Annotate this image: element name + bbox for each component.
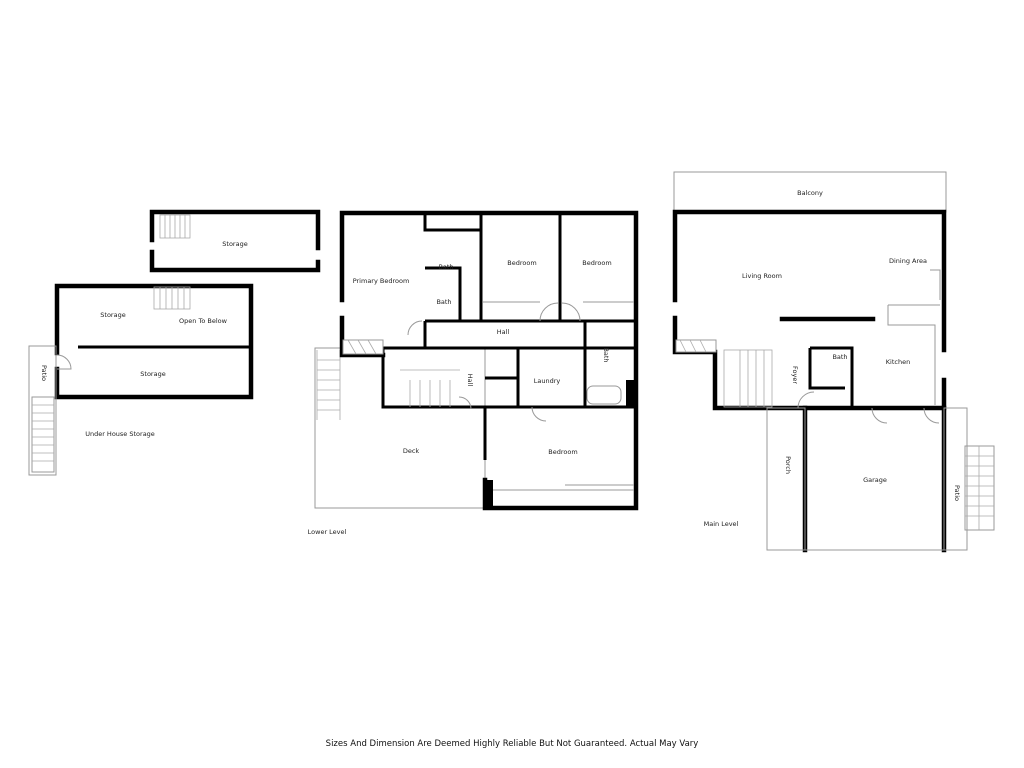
room-label-laundry: Laundry: [534, 377, 561, 385]
room-label-storage-upper: Storage: [222, 240, 247, 248]
stairs: [153, 286, 191, 310]
room-label-open-to-below: Open To Below: [179, 317, 228, 325]
room-label-deck: Deck: [403, 447, 420, 455]
room-label-bath-hall: Bath: [602, 347, 610, 362]
plan-caption-lower-level: Lower Level: [308, 528, 347, 536]
room-label-primary-bedroom: Primary Bedroom: [353, 277, 410, 285]
disclaimer: Sizes And Dimension Are Deemed Highly Re…: [326, 739, 699, 749]
room-label-patio: Patio: [40, 365, 48, 381]
room-label-garage: Garage: [863, 476, 887, 484]
under-house-storage-plan: Storage Storage Open To Below Storage Pa…: [28, 209, 321, 476]
room-label-bedroom-1: Bedroom: [507, 259, 536, 267]
room-label-bedroom-2: Bedroom: [582, 259, 611, 267]
plan-caption-main-level: Main Level: [704, 520, 739, 528]
main-level-plan: Balcony Living Room Dining Area Kitchen …: [672, 171, 995, 553]
room-label-porch: Porch: [784, 456, 792, 474]
room-label-kitchen: Kitchen: [886, 358, 910, 366]
patio-rail: [28, 345, 57, 476]
room-label-foyer: Foyer: [791, 366, 799, 384]
room-label-balcony: Balcony: [797, 189, 823, 197]
room-label-bath: Bath: [832, 353, 847, 361]
room-label-hall: Hall: [497, 328, 510, 336]
room-label-bath-primary: Bath: [438, 263, 453, 271]
room-label-bedroom-3: Bedroom: [548, 448, 577, 456]
room-label-patio-main: Patio: [953, 485, 961, 501]
lower-level-plan: Primary Bedroom Bath Bath Bedroom Bedroo…: [308, 210, 639, 536]
stairs: [159, 214, 191, 239]
room-label-hall-small: Hall: [466, 374, 474, 387]
room-label-bath-small: Bath: [436, 298, 451, 306]
plan-caption-under-house: Under House Storage: [85, 430, 155, 438]
room-label-dining-area: Dining Area: [889, 257, 927, 265]
room-label-storage-left: Storage: [100, 311, 125, 319]
room-label-living-room: Living Room: [742, 272, 782, 280]
room-label-storage-lower: Storage: [140, 370, 165, 378]
stairs: [723, 349, 773, 408]
